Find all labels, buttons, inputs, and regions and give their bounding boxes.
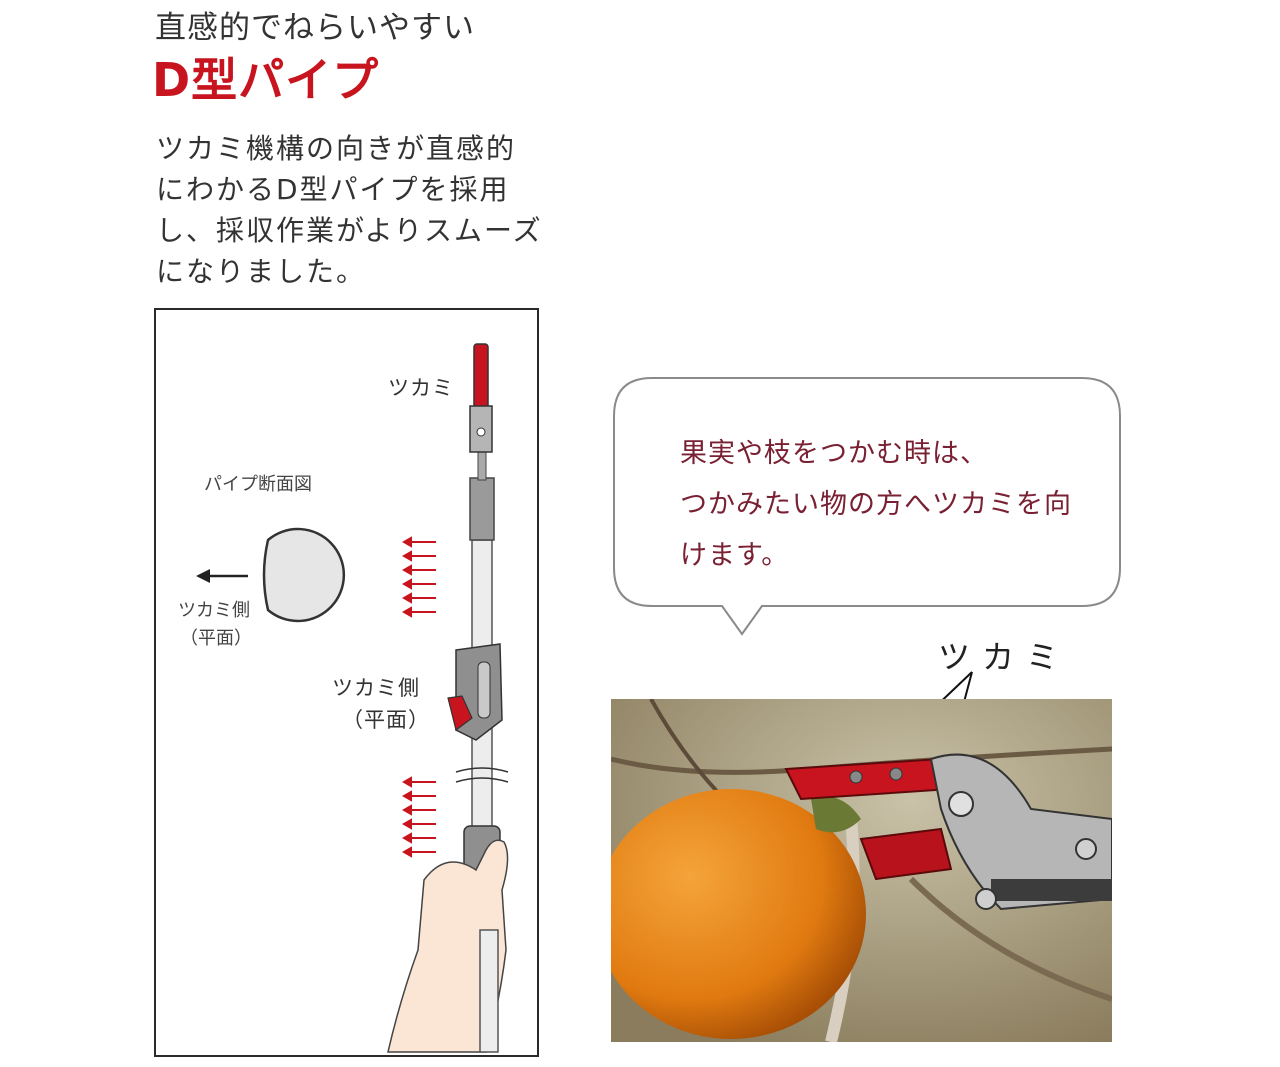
pole-connector: [469, 477, 495, 541]
speech-bubble-shape: [613, 377, 1121, 636]
gripper-jaw-lower: [859, 827, 953, 881]
description-line: にわかるD型パイプを採用: [156, 173, 510, 206]
cross-section-side-label: ツカミ側: [178, 600, 250, 621]
cross-section-flat-label: （平面）: [180, 628, 252, 649]
persimmon-photo-illustration: [611, 699, 1112, 1042]
grip-label: ツカミ: [388, 376, 454, 400]
description-line: し、採収作業がよりスムーズ: [156, 214, 543, 247]
description-line: ツカミ機構の向きが直感的: [156, 132, 517, 165]
persimmon-photo: [611, 699, 1112, 1042]
page-title: D型パイプ: [152, 53, 380, 107]
handle-flat-label: （平面）: [342, 708, 430, 732]
pipe-diagram-panel: ツカミ パイプ断面図 ツカミ側 （平面） ツカミ側 （平面）: [154, 308, 539, 1057]
direction-arrowhead: [196, 569, 210, 583]
break-mark: [455, 767, 509, 773]
speech-bubble-text: 果実や枝をつかむ時は、 つかみたい物の方へツカミを向 けます。: [680, 428, 1072, 581]
cutter-head: [929, 753, 1112, 911]
red-arrows-upper: [401, 536, 436, 618]
description-line: になりました。: [156, 255, 367, 288]
page-subtitle: 直感的でねらいやすい: [155, 10, 475, 46]
photo-callout-label: ツカミ: [938, 638, 1071, 676]
bubble-line: けます。: [680, 540, 790, 571]
bubble-line: つかみたい物の方へツカミを向: [680, 489, 1072, 520]
trigger-lever: [447, 695, 473, 732]
pole-neck: [477, 449, 487, 481]
d-pipe-cross-section: [262, 527, 346, 623]
gripper-head: [473, 343, 489, 409]
break-mark: [455, 777, 509, 783]
handle-slot: [477, 661, 491, 719]
speech-bubble: 果実や枝をつかむ時は、 つかみたい物の方へツカミを向 けます。: [612, 376, 1122, 638]
description-text: ツカミ機構の向きが直感的 にわかるD型パイプを採用 し、採収作業がよりスムーズ …: [156, 128, 556, 292]
hand-illustration: [387, 839, 509, 1053]
persimmon-fruit: [611, 789, 866, 1039]
cross-section-title: パイプ断面図: [204, 474, 312, 495]
bubble-line: 果実や枝をつかむ時は、: [680, 438, 988, 469]
handle-side-label: ツカミ側: [332, 676, 420, 700]
red-arrows-lower: [401, 776, 436, 858]
pole-illustration: [196, 343, 509, 1053]
